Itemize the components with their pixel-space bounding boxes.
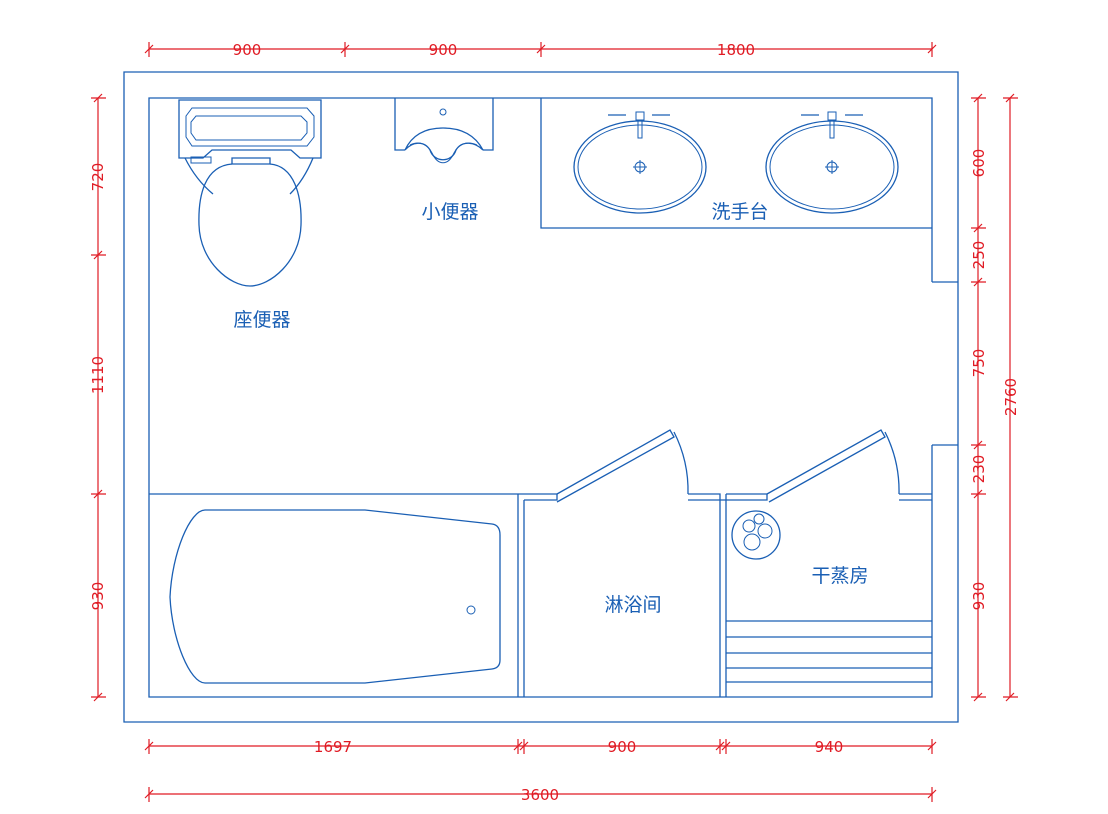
toilet-fixture (178, 99, 322, 287)
bottom-total-dimension-line (144, 787, 937, 802)
left-dimension-line (91, 93, 106, 702)
dim-bottom-940: 940 (815, 738, 844, 756)
urinal-fixture (394, 98, 494, 164)
walls (123, 71, 959, 723)
dim-right-total-2760: 2760 (1002, 378, 1020, 416)
top-dimension-line (144, 42, 937, 57)
dim-right-230: 230 (970, 455, 988, 484)
shower-label: 淋浴间 (604, 594, 661, 616)
dim-right-750: 750 (970, 349, 988, 378)
dim-right-600: 600 (970, 149, 988, 178)
dim-left-1110: 1110 (89, 356, 107, 394)
sauna-label: 干蒸房 (811, 565, 868, 587)
dim-right-250: 250 (970, 241, 988, 270)
dim-top-900-b: 900 (429, 41, 458, 59)
dim-bottom-900: 900 (608, 738, 637, 756)
dim-bottom-total-3600: 3600 (521, 786, 559, 804)
shower-room (517, 429, 726, 697)
washbasin-label: 洗手台 (711, 201, 768, 223)
dim-left-930: 930 (89, 582, 107, 611)
dim-right-930: 930 (970, 582, 988, 611)
bathtub (149, 493, 518, 684)
right-dimension-line (971, 93, 986, 702)
dim-bottom-1697: 1697 (314, 738, 352, 756)
right-total-dimension-line (1003, 93, 1018, 702)
washbasin-counter (540, 98, 932, 229)
sauna-room (725, 429, 932, 697)
bottom-dimension-line (144, 739, 937, 754)
dim-top-900-a: 900 (233, 41, 262, 59)
dim-left-720: 720 (89, 163, 107, 192)
toilet-label: 座便器 (233, 309, 290, 331)
urinal-label: 小便器 (421, 201, 478, 223)
dim-top-1800: 1800 (717, 41, 755, 59)
